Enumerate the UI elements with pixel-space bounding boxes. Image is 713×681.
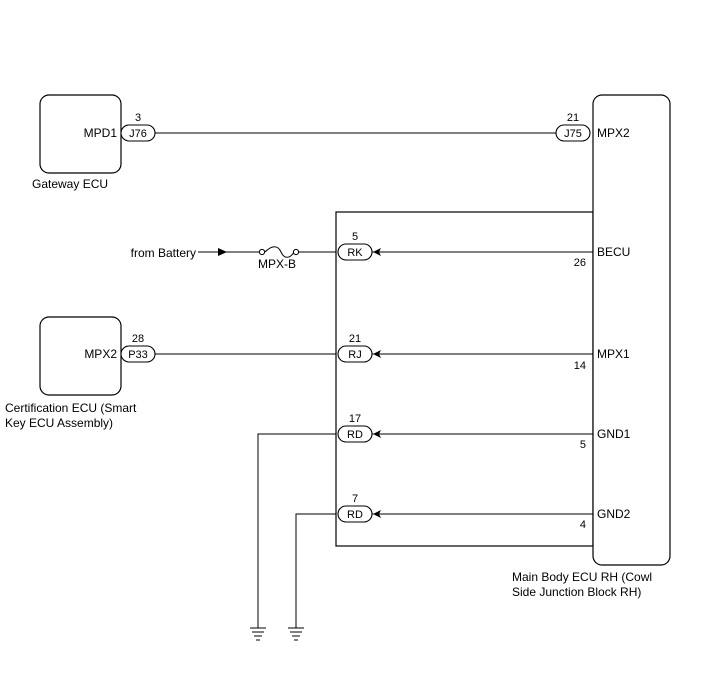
certification-ecu-name-line2: Key ECU Assembly) bbox=[5, 416, 113, 430]
junction-block-outline bbox=[335, 211, 594, 547]
chevron-rd2-icon bbox=[373, 510, 381, 518]
gateway-terminal-mpd1: MPD1 bbox=[84, 126, 118, 140]
chevron-rd1-icon bbox=[373, 430, 381, 438]
ecu-terminal-mpx1: MPX1 bbox=[597, 347, 630, 361]
connector-rd2 bbox=[337, 505, 373, 523]
main-body-ecu-name-line2: Side Junction Block RH) bbox=[512, 585, 641, 599]
battery-source-label: from Battery bbox=[131, 246, 196, 260]
connector-rd2-label: RD bbox=[347, 509, 363, 521]
ecu-pin-gnd1: 5 bbox=[580, 439, 586, 451]
connector-j76-label: J76 bbox=[129, 128, 147, 140]
connector-rd1 bbox=[337, 425, 373, 443]
connector-j75-label: J75 bbox=[564, 128, 582, 140]
certification-ecu-name-line1: Certification ECU (Smart bbox=[5, 401, 137, 415]
battery-arrow-icon bbox=[218, 248, 227, 256]
connector-p33-pin: 28 bbox=[132, 333, 144, 345]
connector-j75 bbox=[555, 124, 591, 142]
ecu-terminal-gnd2: GND2 bbox=[597, 507, 631, 521]
ecu-pin-becu: 26 bbox=[574, 257, 586, 269]
connector-rk-pin: 5 bbox=[352, 231, 358, 243]
chevron-rk-icon bbox=[373, 248, 381, 256]
ecu-terminal-becu: BECU bbox=[597, 245, 630, 259]
fuse-label: MPX-B bbox=[258, 257, 296, 271]
connector-rd1-pin: 17 bbox=[349, 413, 361, 425]
ground-2-icon bbox=[288, 627, 304, 641]
connector-rk-label: RK bbox=[347, 247, 363, 259]
connector-rj-pin: 21 bbox=[349, 333, 361, 345]
main-body-ecu-name-line1: Main Body ECU RH (Cowl bbox=[512, 570, 652, 584]
gateway-ecu-name: Gateway ECU bbox=[32, 177, 108, 191]
certification-terminal-mpx2: MPX2 bbox=[84, 347, 117, 361]
connector-j76-pin: 3 bbox=[135, 112, 141, 124]
connector-j75-pin: 21 bbox=[567, 112, 579, 124]
connector-p33 bbox=[120, 345, 156, 363]
connector-rd1-label: RD bbox=[347, 429, 363, 441]
connector-rk bbox=[337, 243, 373, 261]
fuse-icon bbox=[258, 246, 300, 258]
connector-rj-label: RJ bbox=[348, 349, 361, 361]
wire-rd2-ground bbox=[295, 513, 336, 628]
ecu-pin-gnd2: 4 bbox=[580, 519, 586, 531]
ecu-terminal-mpx2: MPX2 bbox=[597, 126, 630, 140]
ecu-pin-mpx1: 14 bbox=[574, 360, 586, 372]
connector-rj bbox=[337, 345, 373, 363]
connector-j76 bbox=[120, 124, 156, 142]
ground-1-icon bbox=[250, 627, 266, 641]
main-body-ecu-box bbox=[592, 94, 671, 566]
chevron-rj-icon bbox=[373, 350, 381, 358]
ecu-terminal-gnd1: GND1 bbox=[597, 427, 631, 441]
wire-rd1-ground bbox=[257, 433, 336, 628]
connector-rd2-pin: 7 bbox=[352, 493, 358, 505]
connector-p33-label: P33 bbox=[128, 349, 148, 361]
